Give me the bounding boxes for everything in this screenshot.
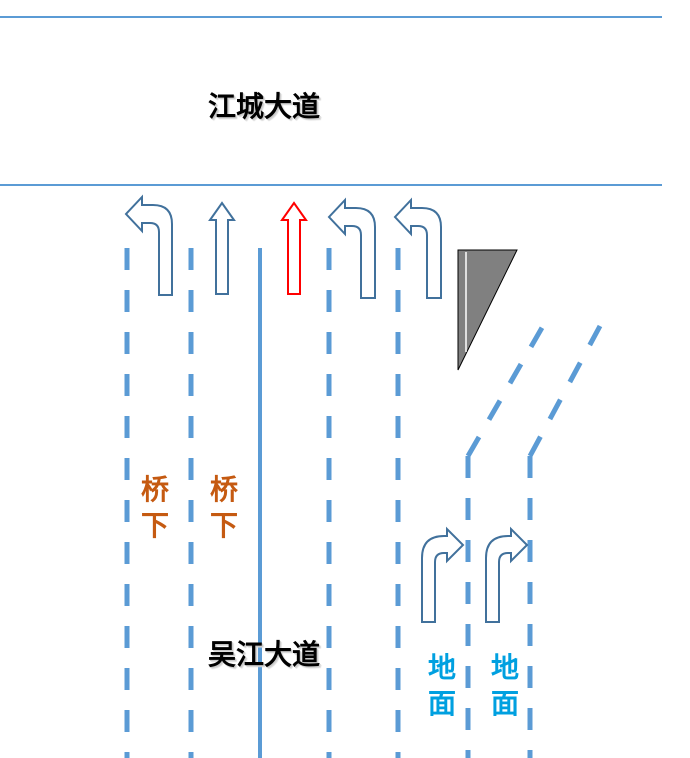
left-turn-arrow-icon xyxy=(124,194,173,296)
lane-lines xyxy=(124,248,603,758)
ramp-line-dashed xyxy=(527,324,603,458)
lane-label-char: 地 xyxy=(427,651,456,684)
straight-arrow-icon xyxy=(208,201,236,295)
straight-arrow-highlighted-icon xyxy=(280,201,308,295)
median-island xyxy=(457,249,518,371)
right-turn-arrow-icon xyxy=(421,526,465,623)
lane-label-char: 地 xyxy=(490,651,519,684)
left-turn-arrow-icon xyxy=(393,197,442,299)
lane-arrows xyxy=(124,194,529,623)
main-road-name: 吴江大道 xyxy=(208,638,321,671)
lane-label-under-bridge: 桥 下 xyxy=(137,472,173,544)
lane-label-ground-level: 地 面 xyxy=(487,650,523,722)
left-turn-arrow-icon xyxy=(327,197,376,299)
lane-label-char: 下 xyxy=(209,509,238,542)
lane-label-char: 面 xyxy=(490,687,519,720)
lane-label-char: 桥 xyxy=(140,473,169,506)
lane-label-under-bridge: 桥 下 xyxy=(206,472,242,544)
lane-label-ground-level: 地 面 xyxy=(424,650,460,722)
lane-label-char: 面 xyxy=(427,687,456,720)
right-turn-arrow-icon xyxy=(485,526,529,623)
lane-label-char: 下 xyxy=(140,509,169,542)
cross-road-name: 江城大道 xyxy=(208,90,321,123)
ramp-line-dashed xyxy=(465,324,546,458)
lane-label-char: 桥 xyxy=(209,473,238,506)
